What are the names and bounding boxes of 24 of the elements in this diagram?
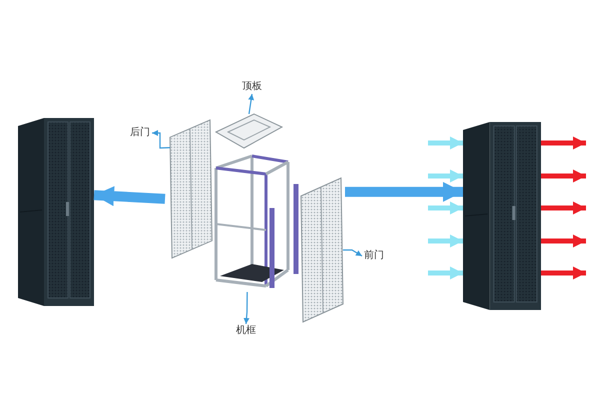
leader-line (152, 130, 170, 149)
part-label: 后门 (129, 126, 151, 140)
leader-line (428, 266, 463, 280)
leader-line (428, 136, 463, 150)
leader-line (244, 292, 250, 324)
part-label: 前门 (363, 249, 385, 263)
cabinet-door-drawing (170, 120, 212, 258)
server-cabinet-drawing (18, 118, 94, 306)
leader-line (343, 249, 362, 257)
part-label: 机框 (235, 324, 257, 338)
leader-line (541, 170, 586, 182)
part-label: 顶板 (241, 80, 263, 94)
leader-line (541, 266, 586, 280)
leader-line (428, 202, 463, 214)
leader-line (248, 94, 254, 114)
leader-line (428, 234, 463, 248)
top-panel-drawing (216, 114, 282, 148)
leader-line (541, 234, 586, 248)
cabinet-door-drawing (301, 178, 343, 322)
arrow (94, 186, 166, 206)
leader-line (541, 136, 586, 150)
leader-line (541, 202, 586, 214)
server-cabinet-drawing (463, 122, 541, 310)
leader-line (428, 170, 463, 182)
